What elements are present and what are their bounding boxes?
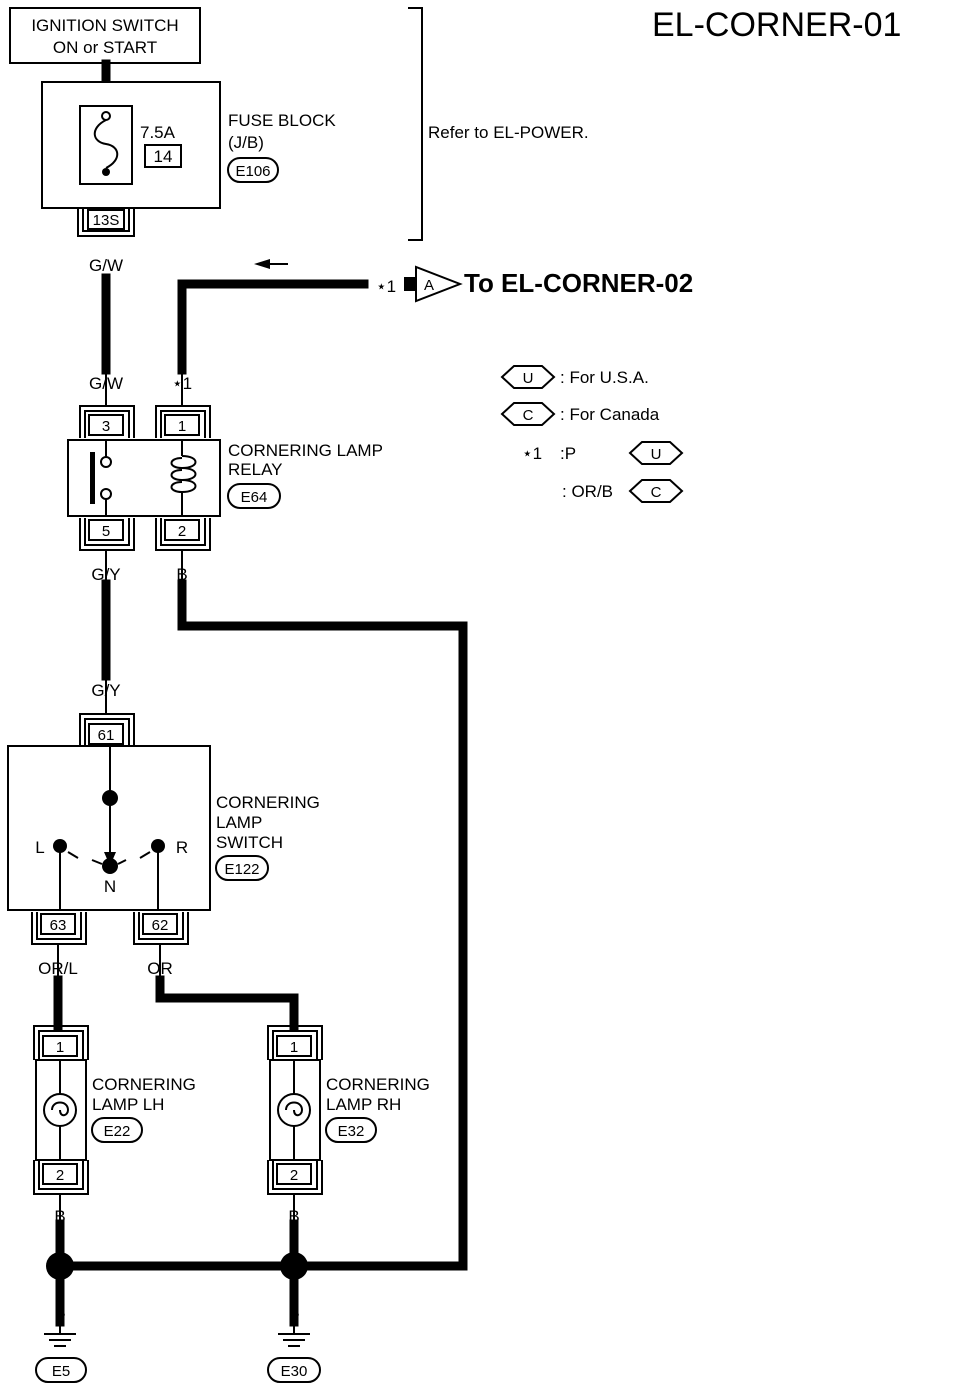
wire-label-or: OR <box>147 959 173 978</box>
wire-label-b-rh-lower: B <box>288 1303 299 1322</box>
wire-star1 <box>177 279 369 375</box>
cornering-lamp-switch: 61 L R N 63 62 CORNERING LAMP SWITCH E12… <box>7 713 320 980</box>
legend-star-usa-code: U <box>651 446 662 463</box>
relay-pin-1: 1 <box>178 418 186 435</box>
fuse-terminal: 13S <box>93 212 120 229</box>
wire-label-gw-top: G/W <box>89 256 123 275</box>
continuation-connector: A <box>424 277 434 294</box>
switch-position-neutral: N <box>104 877 116 896</box>
lamp-rh-connector-badge <box>325 1117 377 1143</box>
legend-star-usa-badge <box>628 441 684 465</box>
cornering-lamp-rh: 1 2 CORNERING LAMP RH E32 <box>267 1025 430 1224</box>
legend-star-usa-text: :P <box>560 444 576 463</box>
lamp-rh-label-line2: LAMP RH <box>326 1095 401 1114</box>
wire-label-b-lh: B <box>54 1207 65 1226</box>
relay-connector-badge <box>227 483 281 509</box>
fuse-block: 7.5A 14 FUSE BLOCK (J/B) E106 13S <box>41 81 336 237</box>
lamp-lh-label-line1: CORNERING <box>92 1075 196 1094</box>
ground-icon <box>44 1333 76 1347</box>
wire-b-relay-ground <box>177 579 468 1271</box>
ignition-switch: IGNITION SWITCH ON or START <box>9 7 201 64</box>
legend-star-canada-text: : OR/B <box>562 482 613 501</box>
ground-junction-rh <box>280 1252 308 1280</box>
switch-position-left: L <box>35 838 44 857</box>
fuse-block-label-line1: FUSE BLOCK <box>228 111 336 130</box>
ground-left-connector: E5 <box>52 1363 70 1380</box>
switch-pin-63: 63 <box>50 917 67 934</box>
lamp-rh-connector: E32 <box>338 1123 365 1140</box>
refer-bracket <box>408 7 423 241</box>
legend-star-canada-badge <box>628 479 684 503</box>
legend-canada-badge <box>500 402 556 426</box>
lamp-rh-pin-1: 1 <box>290 1039 298 1056</box>
switch-connector: E122 <box>224 861 259 878</box>
switch-position-right: R <box>176 838 188 857</box>
ground-icon <box>278 1333 310 1347</box>
cornering-lamp-relay: 3 1 5 2 CORNERING LAMP RELAY E64 <box>67 405 383 584</box>
legend-canada-code: C <box>523 407 534 424</box>
lamp-rh-label-line1: CORNERING <box>326 1075 430 1094</box>
wire-label-orl: OR/L <box>38 959 78 978</box>
lamp-lh-connector: E22 <box>104 1123 131 1140</box>
continuation: ⋆1 A To EL-CORNER-02 <box>254 259 693 303</box>
lamp-lh-pin-2: 2 <box>56 1167 64 1184</box>
wire-label-gy-top: G/Y <box>91 565 120 584</box>
switch-label-line3: SWITCH <box>216 833 283 852</box>
switch-label-line2: LAMP <box>216 813 262 832</box>
relay-pin-5: 5 <box>102 523 110 540</box>
ground-right: E30 <box>267 1322 321 1383</box>
connector-flag-icon <box>415 265 463 303</box>
continuation-label: To EL-CORNER-02 <box>464 268 693 298</box>
ignition-switch-label-line1: IGNITION SWITCH <box>31 16 178 35</box>
relay-pin-3: 3 <box>102 418 110 435</box>
relay-coil-icon <box>170 455 197 516</box>
continuation-marker: ⋆1 <box>376 277 396 296</box>
wires <box>53 59 468 1327</box>
switch-label-line1: CORNERING <box>216 793 320 812</box>
lamp-lh-label-line2: LAMP LH <box>92 1095 164 1114</box>
lamp-rh-pin-2: 2 <box>290 1167 298 1184</box>
legend-star-canada-code: C <box>651 484 662 501</box>
relay-connector: E64 <box>241 489 268 506</box>
switch-pin-61: 61 <box>98 727 115 744</box>
fuse-block-label-line2: (J/B) <box>228 133 264 152</box>
legend-usa-text: : For U.S.A. <box>560 368 649 387</box>
legend: U : For U.S.A. C : For Canada ⋆1 :P U : … <box>500 365 684 503</box>
lamp-lh-connector-badge <box>91 1117 143 1143</box>
legend-usa-badge <box>500 365 556 389</box>
wire-or <box>155 975 299 1031</box>
switch-connector-badge <box>215 855 269 881</box>
legend-usa-code: U <box>523 370 534 387</box>
ground-right-connector: E30 <box>281 1363 308 1380</box>
legend-canada-text: : For Canada <box>560 405 660 424</box>
relay-pin-2: 2 <box>178 523 186 540</box>
wire-label-b-lh-lower: B <box>54 1303 65 1322</box>
fuse-block-connector: E106 <box>235 163 270 180</box>
fuse-number: 14 <box>154 147 173 166</box>
page-title: EL-CORNER-01 <box>652 6 901 44</box>
refer-note: Refer to EL-POWER. <box>428 123 589 142</box>
wire-label-b-rh: B <box>288 1207 299 1226</box>
ground-junction-lh <box>46 1252 74 1280</box>
ignition-switch-label-line2: ON or START <box>53 38 157 57</box>
fuse-rating: 7.5A <box>140 123 176 142</box>
legend-star-marker: ⋆1 <box>522 444 542 463</box>
fuse-icon <box>93 119 119 169</box>
switch-pin-62: 62 <box>152 917 169 934</box>
cornering-lamp-lh: 1 2 CORNERING LAMP LH E22 <box>33 1025 196 1224</box>
ground-left: E5 <box>35 1322 87 1383</box>
connector-badge <box>227 157 279 183</box>
wire-label-b-relay: B <box>176 565 187 584</box>
relay-label-line1: CORNERING LAMP <box>228 441 383 460</box>
lamp-lh-pin-1: 1 <box>56 1039 64 1056</box>
arrow-left-icon <box>254 259 270 269</box>
relay-label-line2: RELAY <box>228 460 283 479</box>
